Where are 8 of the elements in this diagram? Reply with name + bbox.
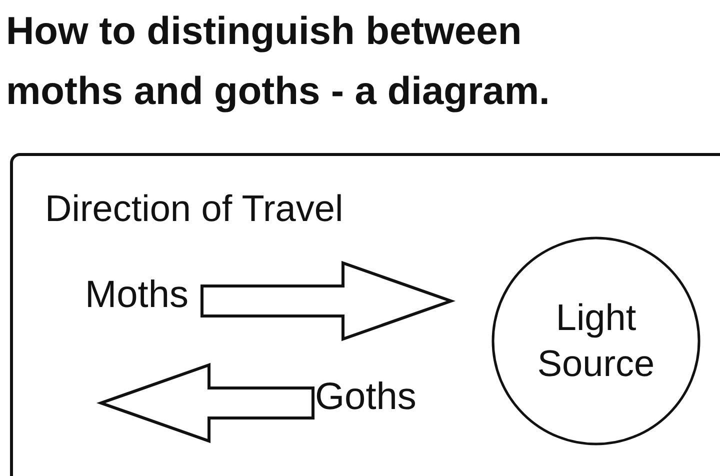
node-label: Light Source (536, 296, 656, 386)
heading: Direction of Travel (45, 188, 344, 230)
node-label: Moths (85, 274, 188, 317)
block-arrow (200, 260, 456, 342)
frame-box (10, 153, 720, 476)
node-label: Goths (315, 376, 416, 419)
block-arrow (96, 362, 314, 444)
title: How to distinguish between moths and goths - a diagram. (6, 9, 551, 115)
